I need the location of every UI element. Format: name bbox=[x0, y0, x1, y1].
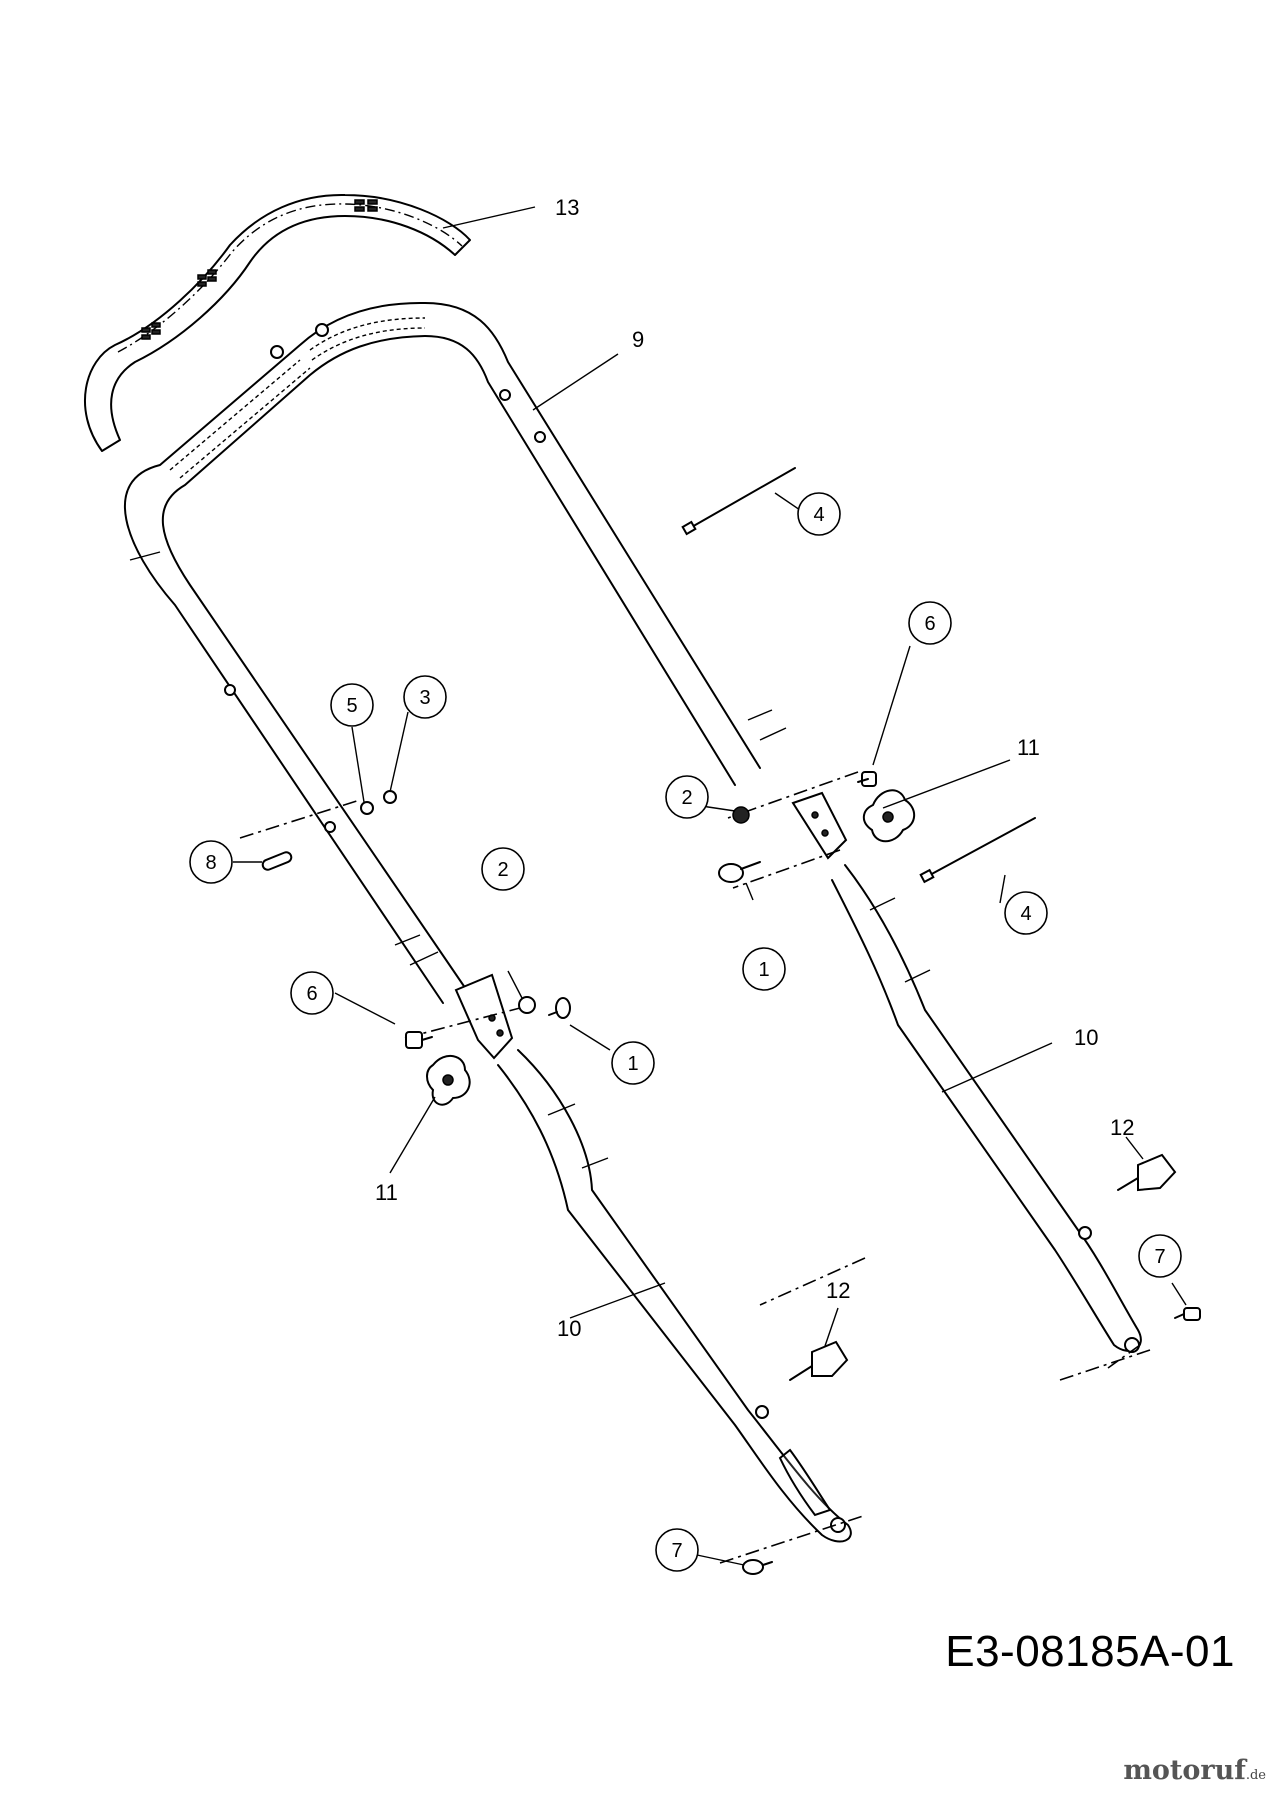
cable-tie-part-4-lower bbox=[919, 817, 1036, 884]
callout-11-right: 11 bbox=[1017, 735, 1040, 760]
knob-part-12-left bbox=[789, 1340, 849, 1381]
svg-text:1: 1 bbox=[627, 1053, 638, 1075]
wing-knob-part-11-left bbox=[426, 1055, 471, 1106]
callout-9: 9 bbox=[632, 327, 644, 352]
lower-handle-right-part-10 bbox=[831, 864, 1142, 1353]
callout-5: 5 bbox=[330, 683, 374, 727]
watermark-logo: motoruf.de bbox=[1106, 1755, 1266, 1786]
watermark-text: motoruf bbox=[1123, 1755, 1246, 1786]
callout-2-left: 2 bbox=[481, 847, 525, 891]
svg-text:5: 5 bbox=[346, 695, 357, 717]
svg-text:6: 6 bbox=[924, 613, 935, 635]
nut-part-2-left bbox=[518, 996, 536, 1014]
callout-4-lower: 4 bbox=[1004, 891, 1048, 935]
carriage-bolt-part-1-right bbox=[718, 861, 761, 883]
diagram-code: E3-08185A-01 bbox=[945, 1627, 1235, 1676]
lower-handle-left-part-10 bbox=[497, 1049, 852, 1543]
nut-part-3 bbox=[383, 790, 397, 804]
callout-7-right: 7 bbox=[1138, 1234, 1182, 1278]
callout-10-left: 10 bbox=[557, 1316, 581, 1341]
svg-text:4: 4 bbox=[813, 504, 824, 526]
callout-2-right: 2 bbox=[665, 775, 709, 819]
screw-part-7-left bbox=[742, 1559, 773, 1575]
carriage-bolt-part-1-left bbox=[548, 997, 571, 1019]
callout-4-upper: 4 bbox=[797, 492, 841, 536]
callout-6-right: 6 bbox=[908, 601, 952, 645]
callout-12-right: 12 bbox=[1110, 1115, 1134, 1140]
watermark-suffix: .de bbox=[1245, 1768, 1266, 1783]
svg-text:3: 3 bbox=[419, 687, 430, 709]
svg-text:6: 6 bbox=[306, 983, 317, 1005]
svg-text:7: 7 bbox=[1154, 1246, 1165, 1268]
callout-10-right: 10 bbox=[1074, 1025, 1098, 1050]
svg-text:2: 2 bbox=[497, 859, 508, 881]
nut-part-5 bbox=[360, 801, 374, 815]
bolt-part-6-right bbox=[857, 771, 877, 787]
pin-part-8 bbox=[261, 851, 293, 871]
upper-handle-part-9 bbox=[123, 301, 848, 1060]
callout-7-left: 7 bbox=[655, 1528, 699, 1572]
svg-text:1: 1 bbox=[758, 959, 769, 981]
svg-text:8: 8 bbox=[205, 852, 216, 874]
callout-12-left: 12 bbox=[826, 1278, 850, 1303]
screw-part-7-right bbox=[1174, 1307, 1201, 1321]
callout-8: 8 bbox=[189, 840, 233, 884]
wing-knob-part-11-right bbox=[862, 789, 916, 843]
callout-11-left: 11 bbox=[375, 1180, 398, 1205]
callout-6-left: 6 bbox=[290, 971, 334, 1015]
handle-cover-part-13 bbox=[84, 193, 471, 452]
callout-1-right: 1 bbox=[742, 947, 786, 991]
svg-text:2: 2 bbox=[681, 787, 692, 809]
callout-13: 13 bbox=[555, 195, 579, 220]
knob-part-12-right bbox=[1117, 1153, 1177, 1192]
svg-text:7: 7 bbox=[671, 1540, 682, 1562]
cable-tie-part-4-upper bbox=[681, 467, 796, 536]
callout-3: 3 bbox=[403, 675, 447, 719]
bolt-part-6-left bbox=[405, 1031, 433, 1049]
svg-text:4: 4 bbox=[1020, 903, 1031, 925]
nut-part-2-right bbox=[732, 806, 750, 824]
callout-1-left: 1 bbox=[611, 1041, 655, 1085]
